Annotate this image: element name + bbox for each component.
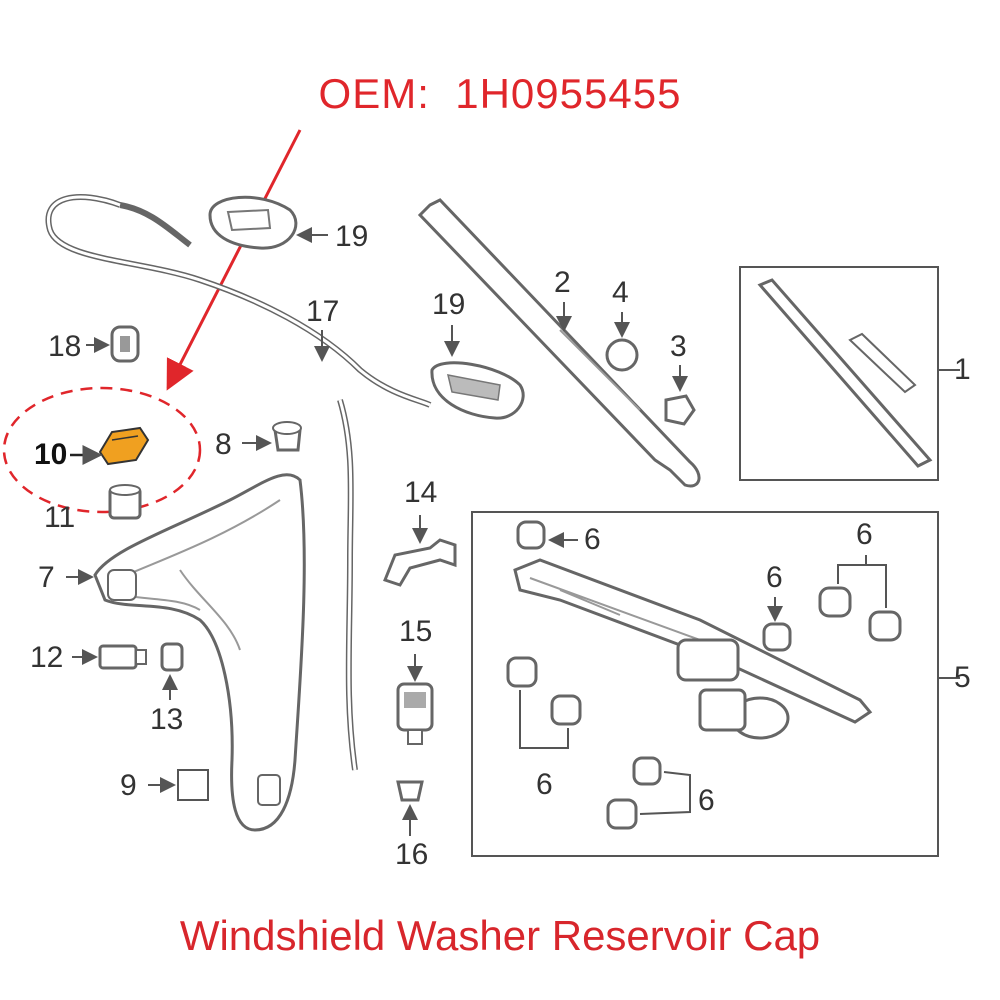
callout-6-a: 6 (584, 523, 601, 556)
part-13-grommet (160, 642, 184, 672)
callout-9: 9 (120, 769, 137, 802)
part-2-wiper-arm (417, 198, 701, 488)
callout-5: 5 (954, 661, 971, 694)
callout-1: 1 (954, 353, 971, 386)
callout-17: 17 (306, 295, 340, 328)
callout-6-b: 6 (856, 518, 873, 551)
callout-6-e: 6 (698, 784, 715, 817)
part-5-box (471, 511, 939, 857)
oem-label: OEM: (318, 70, 430, 117)
part-8-pump-grommet (272, 421, 302, 452)
part-6-grommets (506, 520, 902, 830)
callout-8: 8 (215, 428, 232, 461)
oem-part-number: 1H0955455 (455, 70, 682, 117)
part-11-filler-neck (108, 484, 142, 520)
callout-2: 2 (554, 266, 571, 299)
callout-19-mid: 19 (432, 288, 466, 321)
callout-15: 15 (399, 615, 433, 648)
part-1-wiper-blade (757, 278, 933, 468)
callout-12: 12 (30, 641, 64, 674)
callout-3: 3 (670, 330, 687, 363)
callout-16: 16 (395, 838, 429, 871)
callout-10: 10 (34, 438, 68, 471)
part-18-grommet (110, 325, 140, 363)
product-caption: Windshield Washer Reservoir Cap (179, 912, 821, 959)
callout-19-top: 19 (335, 220, 369, 253)
part-19-nozzle (430, 361, 525, 420)
callout-14: 14 (404, 476, 438, 509)
callout-4: 4 (612, 276, 629, 309)
part-14-bracket (383, 538, 457, 587)
callout-11: 11 (44, 501, 76, 534)
callout-6-c: 6 (766, 561, 783, 594)
part-10-cap (98, 426, 150, 466)
callout-7: 7 (38, 561, 55, 594)
callout-18: 18 (48, 330, 82, 363)
part-3-nut (664, 394, 696, 426)
part-5-wiper-linkage (513, 558, 873, 740)
part-4-nut-cap (605, 338, 639, 372)
oem-pointer-arrow (166, 129, 302, 391)
callout-13: 13 (150, 703, 184, 736)
part-19-top (208, 195, 298, 250)
part-1-box (739, 266, 939, 481)
part-16-grommet (396, 780, 424, 802)
part-9-label-box (177, 769, 209, 801)
callout-6-d: 6 (536, 768, 553, 801)
part-7-reservoir (93, 473, 306, 832)
part-12-sensor (98, 644, 147, 670)
highlight-circle (2, 386, 202, 514)
oem-header: OEM: 1H0955455 (0, 70, 1000, 118)
part-15-washer-pump (396, 682, 434, 745)
